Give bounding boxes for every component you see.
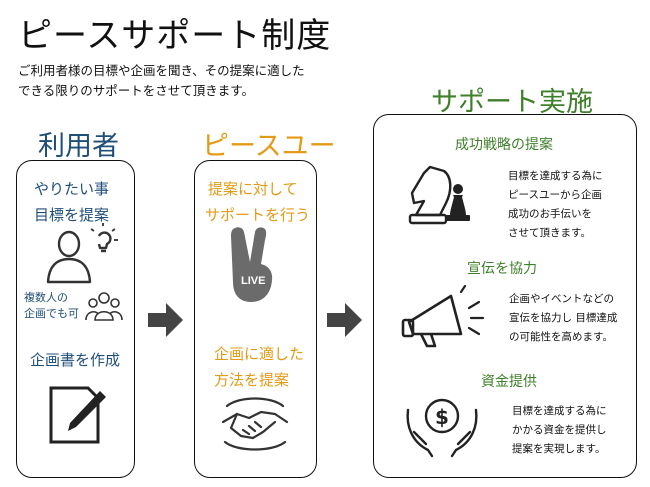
intro-line-2: できる限りのサポートをさせて頂きます。	[18, 83, 255, 98]
peace-heading: ピースユー	[202, 131, 336, 162]
support-item-1-title: 成功戦略の提案	[455, 137, 553, 153]
support-item-3-title: 資金提供	[481, 374, 537, 390]
money-hands-icon: $	[406, 398, 478, 458]
group-people-icon	[85, 292, 123, 321]
peace-text-1: 提案に対して	[208, 180, 298, 198]
support-item-3-line-2: かかる資金を提供し	[512, 424, 607, 436]
arrow-right-icon	[148, 303, 183, 337]
chess-knight-icon	[408, 165, 470, 225]
group-text-1: 複数人の	[24, 291, 68, 304]
plan-text: 企画書を作成	[30, 351, 121, 369]
megaphone-icon	[401, 284, 485, 348]
user-heading: 利用者	[38, 131, 119, 162]
support-item-1-line-2: ピースユーから企画	[508, 189, 602, 201]
user-text-2: 目標を提案	[34, 206, 110, 224]
page-title: ピースサポート制度	[18, 16, 332, 56]
arrow-right-icon-2	[327, 303, 362, 337]
live-badge: LIVE	[241, 275, 265, 287]
intro-line-1: ご利用者様の目標や企画を聞き、その提案に適した	[18, 63, 305, 78]
dollar-sign-icon: $	[435, 405, 449, 429]
support-panel	[373, 114, 637, 478]
support-item-2-line-2: 宣伝を協力し 目標達成	[509, 312, 618, 324]
support-item-2-line-3: の可能性を高めます。	[509, 331, 613, 343]
person-idea-icon	[46, 223, 118, 284]
support-item-3-line-1: 目標を達成する為に	[512, 405, 607, 417]
user-text-1: やりたい事	[34, 180, 110, 198]
support-item-2-title: 宣伝を協力	[467, 261, 537, 277]
user-panel	[16, 160, 135, 478]
support-item-3-line-3: 提案を実現します。	[512, 443, 606, 455]
support-heading: サポート実施	[431, 87, 593, 118]
support-item-1-line-3: 成功のお手伝いを	[508, 208, 592, 220]
support-item-1-line-4: させて頂きます。	[508, 227, 591, 239]
peace-text-2: サポートを行う	[205, 206, 311, 224]
peace-panel	[194, 160, 317, 478]
handshake-icon	[221, 397, 289, 451]
support-item-2-line-1: 企画やイベントなどの	[509, 293, 614, 305]
support-item-1-line-1: 目標を達成する為に	[508, 170, 603, 182]
document-pen-icon	[49, 386, 106, 444]
group-text-2: 企画でも可	[24, 307, 79, 320]
method-text-1: 企画に適した	[214, 345, 305, 363]
peace-hand-icon: LIVE	[231, 227, 273, 302]
method-text-2: 方法を提案	[214, 371, 290, 389]
